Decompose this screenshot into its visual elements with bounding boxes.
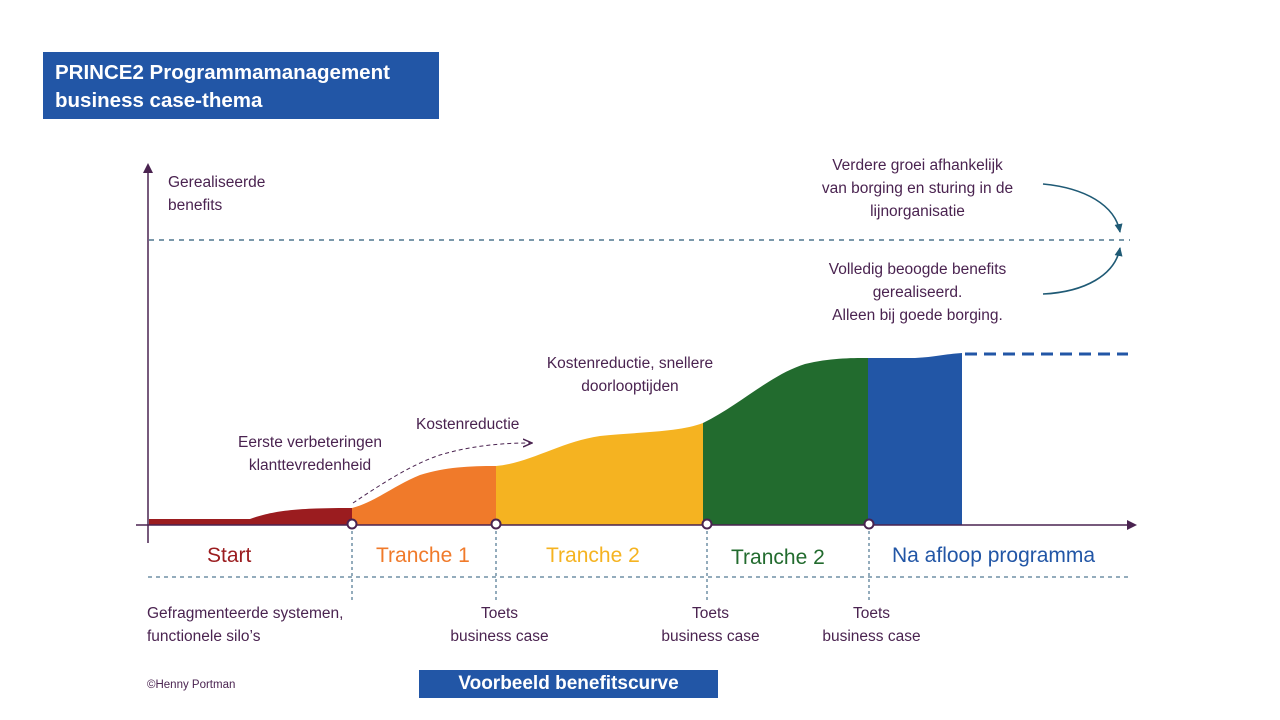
milestone-marker-3 [701,518,713,530]
annotation-first-improvements: Eerste verbeteringen klanttevredenheid [238,434,382,474]
milestone-marker-1 [346,518,358,530]
title-box: PRINCE2 Programmamanagement business cas… [43,52,439,119]
title-line-2: business case-thema [55,89,263,112]
copyright: ©Henny Portman [147,679,236,691]
phase-label-after-program: Na afloop programma [892,544,1096,567]
arrow-full-benefits [1042,247,1123,295]
dashed-growth-arrow [352,443,530,504]
caption-box: Voorbeeld benefitscurve [419,670,718,698]
note-review-1: Toets business case [450,605,549,645]
y-axis-label: Gerealiseerde benefits [168,174,266,214]
title-line-1: PRINCE2 Programmamanagement [55,61,390,84]
phase-label-start: Start [207,544,252,567]
phase-label-tranche-2-yellow: Tranche 2 [546,544,640,567]
area-start [149,508,352,525]
area-tranche-1 [352,466,496,525]
area-after-program [868,353,962,525]
annotation-cost-reduction-faster: Kostenreductie, snellere doorlooptijden [546,355,714,395]
annotation-cost-reduction: Kostenreductie [416,416,520,433]
arrow-further-growth [1042,183,1123,233]
area-tranche-2-green [703,358,868,525]
note-review-3: Toets business case [822,605,921,645]
annotation-full-benefits: Volledig beoogde benefits gerealiseerd. … [828,261,1007,324]
note-review-2: Toets business case [661,605,760,645]
annotation-further-growth: Verdere groei afhankelijk van borging en… [821,157,1014,220]
note-start: Gefragmenteerde systemen, functionele si… [147,605,344,645]
area-tranche-2-yellow [496,423,703,525]
phase-label-tranche-2-green: Tranche 2 [731,546,825,569]
milestone-marker-2 [490,518,502,530]
milestone-marker-4 [863,518,875,530]
phase-label-tranche-1: Tranche 1 [376,544,470,567]
